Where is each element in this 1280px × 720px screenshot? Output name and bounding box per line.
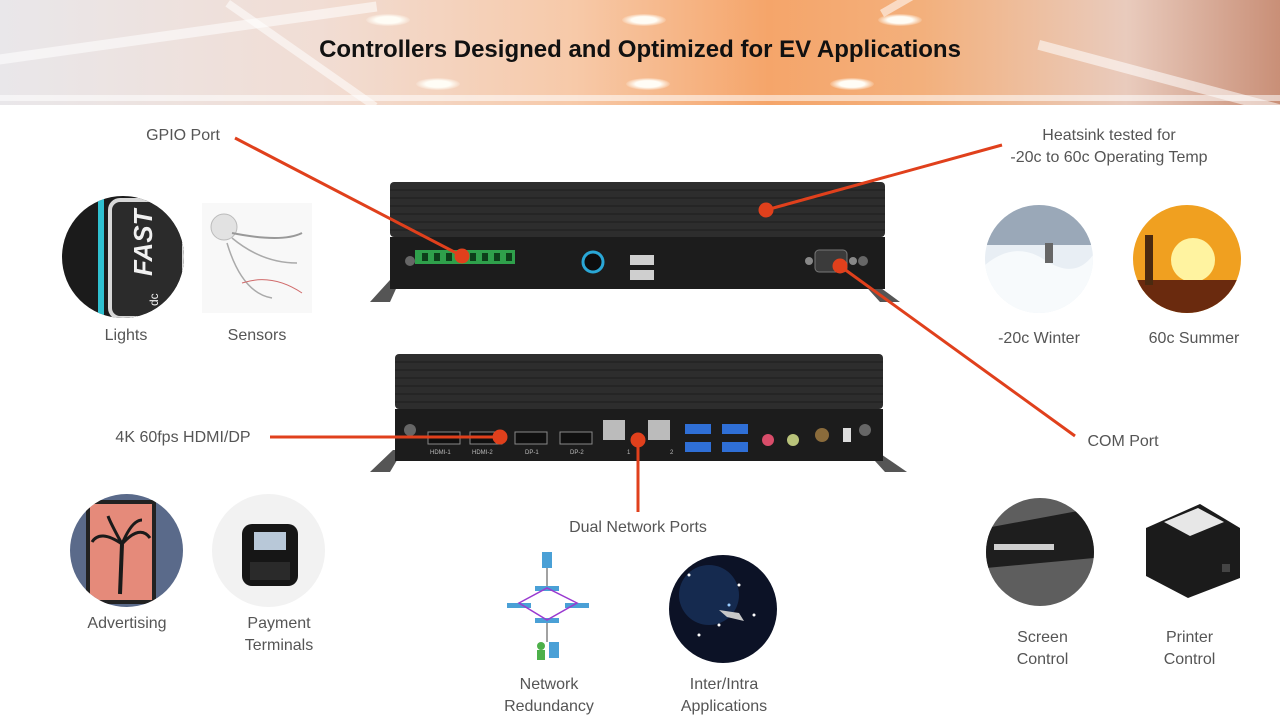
header-banner	[0, 0, 1280, 105]
usb3-port-icon	[685, 442, 711, 452]
heatsink-top	[390, 182, 885, 237]
switch-icon	[843, 428, 851, 442]
hdmi-port-icon	[469, 431, 503, 445]
advertising-image	[70, 494, 183, 607]
inter-intra-image	[669, 555, 777, 663]
fast-logo-text: FAST	[128, 207, 158, 276]
inter-intra-label-line1: Inter/Intra	[689, 676, 759, 693]
hdmi-dp-label: 4K 60fps HDMI/DP	[115, 429, 251, 446]
ethernet-port-icon	[603, 420, 625, 440]
ceiling-beam	[0, 95, 1280, 101]
com-port-icon	[814, 249, 848, 273]
lan2-label: 2	[670, 450, 674, 456]
displayport-icon	[559, 431, 593, 445]
printer-control-label-line1: Printer	[1165, 629, 1214, 646]
ceiling-light	[366, 14, 410, 26]
printer-image	[1146, 504, 1240, 598]
dp2-label: DP-2	[570, 450, 584, 456]
power-button-icon	[581, 250, 605, 274]
mount-foot	[370, 450, 403, 472]
winter-image	[985, 205, 1093, 313]
ceiling-light	[878, 14, 922, 26]
usb-port-icon	[630, 255, 654, 265]
lights-image: FAST dc	[62, 196, 184, 318]
lan1-label: 1	[627, 450, 631, 456]
controller-front-view	[370, 182, 900, 302]
displayport-icon	[514, 431, 548, 445]
heatsink-label-line1: Heatsink tested for	[1042, 127, 1176, 144]
hdmi1-label: HDMI-1	[430, 450, 451, 456]
audio-jack-icon	[762, 434, 774, 446]
heatsink-label-line2: -20c to 60c Operating Temp	[1010, 149, 1208, 166]
dc-logo-text: dc	[147, 293, 161, 306]
usb3-port-icon	[685, 424, 711, 434]
ceiling-light	[830, 78, 874, 90]
usb3-port-icon	[722, 424, 748, 434]
dc-power-jack-icon	[815, 428, 829, 442]
dp1-label: DP-1	[525, 450, 539, 456]
heatsink-fins	[395, 361, 883, 403]
heatsink-top	[395, 354, 883, 409]
page-title: Controllers Designed and Optimized for E…	[319, 36, 961, 63]
ceiling-light	[622, 14, 666, 26]
summer-label: 60c Summer	[1148, 330, 1240, 347]
hdmi2-label: HDMI-2	[472, 450, 493, 456]
network-redundancy-label-line2: Redundancy	[504, 698, 594, 715]
ceiling-light	[416, 78, 460, 90]
ethernet-port-icon	[648, 420, 670, 440]
ceiling-light	[626, 78, 670, 90]
gpio-port-label: GPIO Port	[146, 127, 220, 144]
advertising-label: Advertising	[87, 615, 167, 632]
lights-label: Lights	[104, 327, 148, 344]
usb3-port-icon	[722, 442, 748, 452]
screen-control-label-line2: Control	[1016, 651, 1069, 668]
rear-panel	[395, 409, 883, 461]
payment-label-line1: Payment	[247, 615, 311, 632]
screen-control-image	[986, 498, 1094, 606]
network-redundancy-label-line1: Network	[519, 676, 579, 693]
sensors-label: Sensors	[227, 327, 287, 344]
payment-label-line2: Terminals	[244, 637, 314, 654]
sensors-image	[202, 203, 312, 313]
winter-label: -20c Winter	[998, 330, 1080, 347]
hdmi-port-icon	[427, 431, 461, 445]
com-port-label: COM Port	[1087, 433, 1159, 450]
audio-jack-icon	[787, 434, 799, 446]
dual-network-ports-label: Dual Network Ports	[569, 519, 707, 536]
usb-port-icon	[630, 270, 654, 280]
summer-image	[1133, 205, 1241, 313]
inter-intra-label-line2: Applications	[680, 698, 768, 715]
screen-control-label-line1: Screen	[1017, 629, 1068, 646]
payment-terminal-image	[212, 494, 325, 607]
network-redundancy-diagram	[507, 552, 589, 660]
controller-rear-view: HDMI-1 HDMI-2 DP-1 DP-2 1 2	[370, 354, 907, 472]
printer-control-label-line2: Control	[1163, 651, 1216, 668]
